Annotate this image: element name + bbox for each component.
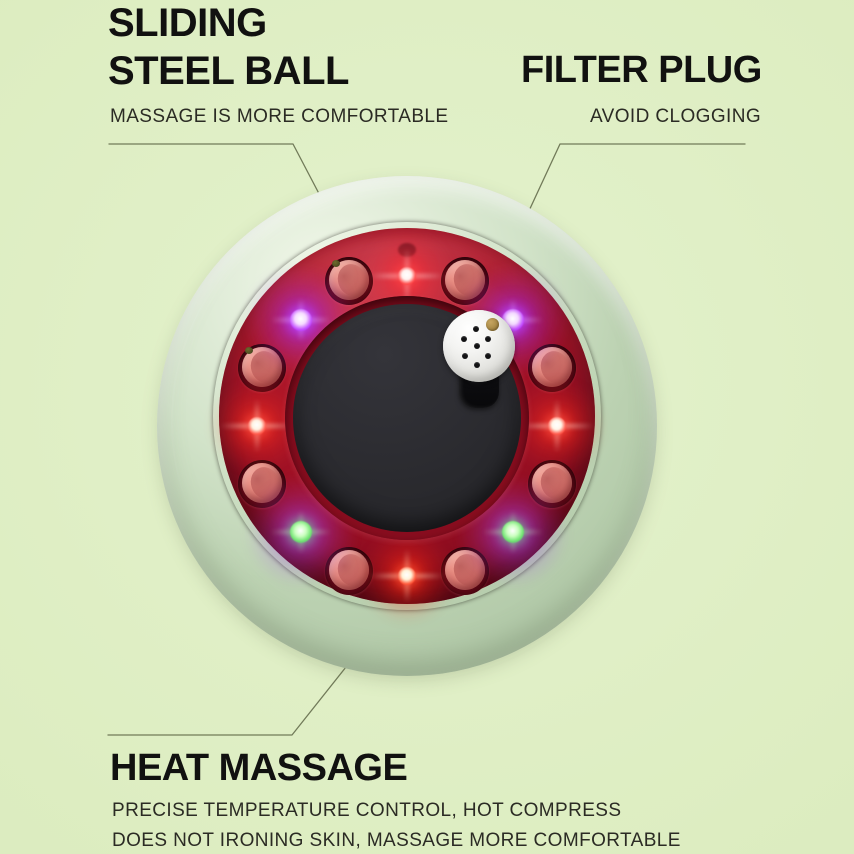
plug-hole bbox=[474, 343, 480, 349]
led-core bbox=[398, 267, 416, 285]
ball-speck bbox=[245, 346, 254, 354]
plug-hole bbox=[462, 353, 468, 359]
filter-plug-assembly[interactable] bbox=[347, 292, 611, 462]
plug-hole bbox=[474, 362, 480, 368]
callout-title-filter-plug: FILTER PLUG bbox=[521, 49, 762, 91]
plug-hole bbox=[485, 336, 491, 342]
filter-plug-cap bbox=[443, 310, 515, 382]
circular-massager-device bbox=[157, 176, 657, 676]
callout-title-sliding-line1: SLIDING bbox=[108, 1, 267, 45]
led-core bbox=[289, 308, 312, 331]
callout-title-heat-massage: HEAT MASSAGE bbox=[110, 747, 408, 789]
led-core bbox=[548, 417, 566, 435]
led-core bbox=[502, 521, 525, 544]
callout-subtitle-heat-line1: PRECISE TEMPERATURE CONTROL, HOT COMPRES… bbox=[112, 800, 622, 821]
plug-gold-dot bbox=[486, 318, 499, 331]
ball-speck bbox=[331, 260, 340, 268]
callout-subtitle-filter-plug: AVOID CLOGGING bbox=[590, 106, 761, 127]
callout-title-sliding-line2: STEEL BALL bbox=[108, 49, 349, 93]
callout-subtitle-heat-line2: DOES NOT IRONING SKIN, MASSAGE MORE COMF… bbox=[112, 830, 681, 851]
plug-hole bbox=[461, 336, 467, 342]
plug-hole bbox=[485, 353, 491, 359]
plug-hole bbox=[473, 326, 479, 332]
led-core bbox=[289, 521, 312, 544]
led-core bbox=[398, 567, 416, 585]
callout-subtitle-sliding: MASSAGE IS MORE COMFORTABLE bbox=[110, 106, 449, 127]
led-core bbox=[248, 417, 266, 435]
